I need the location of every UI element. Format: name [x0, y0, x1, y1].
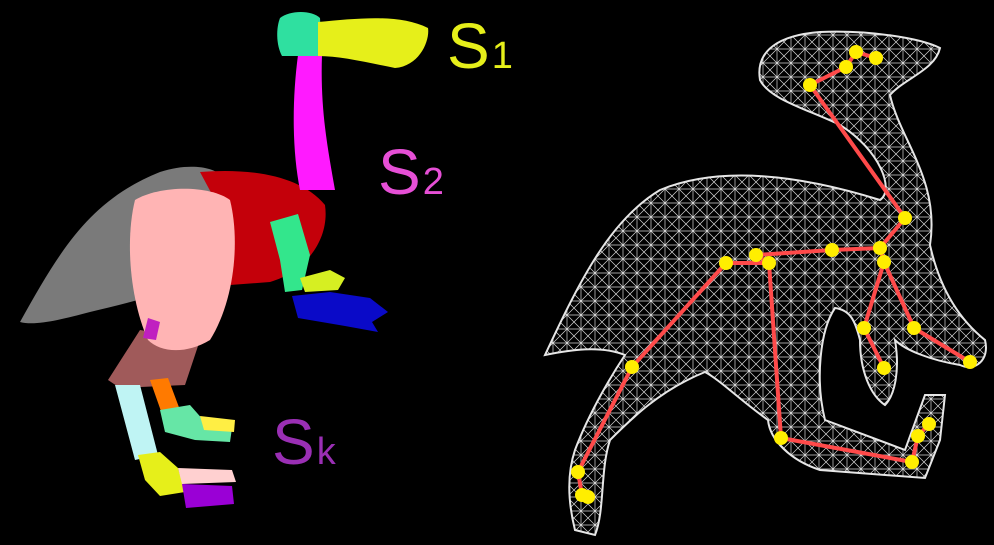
label-s2-base: S: [378, 136, 421, 208]
skeleton-joint: [825, 243, 839, 257]
skeleton-joint: [857, 321, 871, 335]
skeleton-joint: [839, 60, 853, 74]
segment-label-s2: S2: [378, 140, 444, 204]
skeleton-joint: [625, 360, 639, 374]
label-s1-base: S: [447, 10, 490, 82]
label-s1-sub: 1: [492, 35, 513, 77]
skeleton-bone: [832, 248, 880, 250]
label-sk-sub: k: [317, 431, 336, 473]
segment-label-s1: S1: [447, 14, 513, 78]
skeleton-joint: [877, 255, 891, 269]
skeleton-joint: [963, 355, 977, 369]
skeleton-joint: [803, 78, 817, 92]
skeleton-joint: [905, 455, 919, 469]
skeleton-joint: [898, 211, 912, 225]
skeleton-joint: [922, 417, 936, 431]
skeleton-joint: [749, 248, 763, 262]
skeleton-joint: [849, 45, 863, 59]
skeleton-joint: [877, 361, 891, 375]
skeleton-joint: [907, 321, 921, 335]
skeleton-joint: [762, 256, 776, 270]
label-sk-base: S: [272, 406, 315, 478]
skeleton-joint: [873, 241, 887, 255]
skeleton-joint: [911, 429, 925, 443]
skeleton-joint: [719, 256, 733, 270]
mesh-body: [545, 32, 986, 535]
skeleton-joint: [869, 51, 883, 65]
skeleton-joint: [581, 490, 595, 504]
skeleton-joint: [774, 431, 788, 445]
label-s2-sub: 2: [423, 161, 444, 203]
skeleton-joint: [571, 465, 585, 479]
segment-label-sk: Sk: [272, 410, 336, 474]
wireframe-mesh: [545, 32, 986, 535]
